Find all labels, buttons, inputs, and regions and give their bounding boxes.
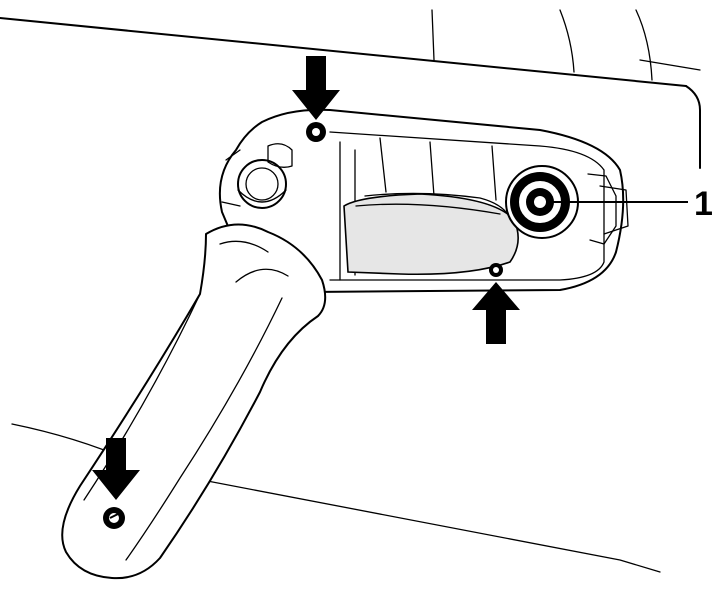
arrow-grip-screw xyxy=(92,438,140,500)
door-panel-lines xyxy=(0,9,701,573)
grip-handle xyxy=(61,223,327,580)
handle-housing xyxy=(218,108,625,293)
arrow-lower-screw xyxy=(472,282,520,344)
callout-1: 1 xyxy=(546,185,713,223)
screws xyxy=(103,122,503,529)
callout-label: 1 xyxy=(694,185,713,223)
lock-knob xyxy=(505,165,629,245)
arrow-top-screw xyxy=(292,56,340,120)
